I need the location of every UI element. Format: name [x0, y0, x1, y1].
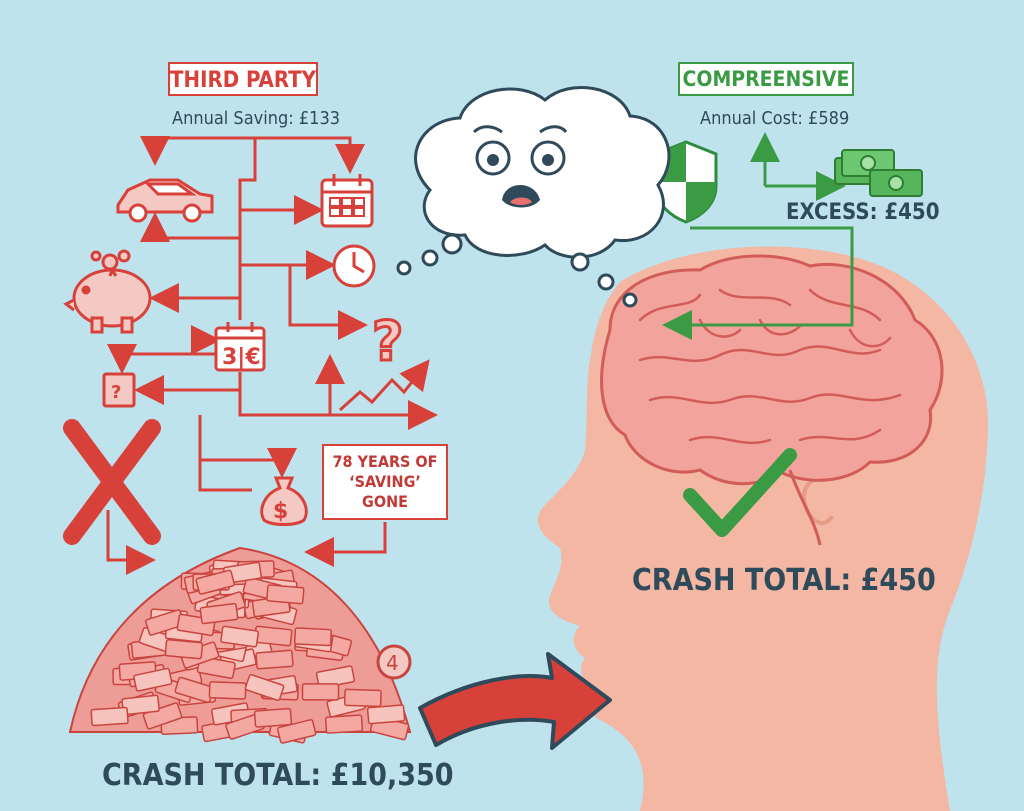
- question-mark-icon: ?: [371, 309, 405, 375]
- third-party-annual: Annual Saving: £133: [172, 108, 341, 129]
- banknote: [164, 639, 204, 660]
- piggy-bank-icon: [63, 249, 152, 334]
- banknote: [90, 706, 129, 727]
- banknote: [133, 667, 173, 692]
- comprehensive-title: COMPREENSIVE: [678, 62, 854, 96]
- calendar-date-icon: 3|€: [214, 322, 266, 372]
- third-party-crash-total: CRASH TOTAL: £10,350: [102, 758, 454, 793]
- banknote: [253, 625, 293, 647]
- worried-face-icon: [472, 125, 568, 208]
- svg-text:$: $: [273, 499, 288, 524]
- banknote: [208, 681, 247, 700]
- car-icon: [116, 178, 214, 223]
- banknote: [366, 704, 406, 725]
- banknote: [220, 625, 260, 648]
- comprehensive-annual: Annual Cost: £589: [700, 108, 850, 129]
- document-icon: ?: [102, 372, 136, 408]
- banknote: [301, 683, 340, 701]
- banknote: [199, 602, 239, 625]
- comprehensive-connectors: [662, 132, 854, 340]
- line-graph-icon: [338, 359, 430, 412]
- excess-label: EXCESS: £450: [786, 200, 940, 225]
- years-line-1: 78 YEARS OF: [332, 452, 438, 471]
- calendar-icon: [320, 174, 374, 228]
- svg-text:?: ?: [372, 310, 403, 373]
- years-box: 78 YEARS OF ‘SAVING’ GONE: [322, 444, 448, 520]
- arrow-icon: [418, 652, 612, 750]
- money-bag-icon: $: [260, 476, 308, 526]
- banknote: [266, 584, 305, 605]
- clock-icon: [332, 244, 376, 288]
- calendar-date-text: 3|€: [222, 345, 261, 370]
- third-party-title: THIRD PARTY: [168, 62, 318, 96]
- years-line-2: ‘SAVING’: [349, 472, 421, 491]
- banknote: [293, 627, 333, 647]
- svg-text:?: ?: [111, 382, 121, 403]
- third-party-connectors: [106, 136, 438, 575]
- banknotes-icon: [834, 149, 923, 197]
- banknote: [253, 707, 293, 728]
- banknote: [276, 719, 317, 744]
- coin-number: 4: [386, 651, 399, 675]
- years-line-3: GONE: [362, 492, 408, 511]
- banknote: [324, 714, 364, 734]
- green-checkmark-icon: [683, 448, 797, 537]
- banknote: [142, 702, 183, 730]
- banknote: [244, 673, 285, 702]
- red-x-icon: [63, 419, 161, 545]
- banknote: [343, 688, 382, 708]
- cash-pile-icon: 4: [68, 546, 412, 744]
- banknote: [195, 569, 235, 595]
- banknote: [255, 649, 294, 670]
- comprehensive-crash-total: CRASH TOTAL: £450: [632, 563, 936, 598]
